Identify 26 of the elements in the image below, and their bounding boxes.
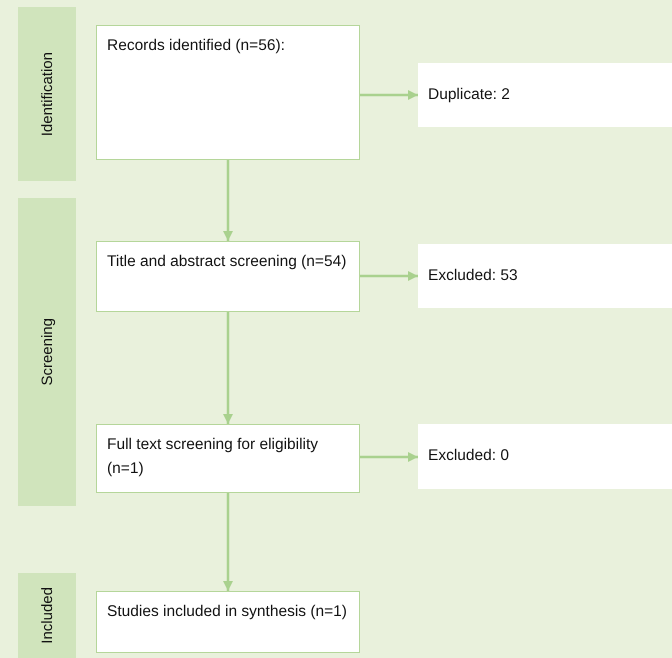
arrow xyxy=(360,271,418,281)
process-box xyxy=(96,591,360,653)
stage-band xyxy=(18,573,76,658)
arrow xyxy=(360,452,418,462)
arrow xyxy=(360,90,418,100)
arrow xyxy=(223,493,233,591)
arrow xyxy=(223,160,233,241)
box-text: Full text screening for eligibility (n=1) xyxy=(107,435,320,480)
stage-label: Screening xyxy=(38,318,56,386)
exclusion-box xyxy=(418,244,672,308)
process-box xyxy=(96,241,360,312)
box-text: Studies included in synthesis (n=1) xyxy=(107,602,347,622)
stage-band xyxy=(18,7,76,181)
process-box xyxy=(96,25,360,160)
box-text: Title and abstract screening (n=54) xyxy=(107,252,346,272)
stage-band xyxy=(18,198,76,506)
exclusion-box xyxy=(418,424,672,489)
stage-label: Identification xyxy=(38,52,56,136)
exclusion-box xyxy=(418,63,672,127)
box-text: Records identified (n=56): xyxy=(107,36,285,56)
box-text: Excluded: 0 xyxy=(428,446,509,466)
stage-label: Included xyxy=(38,587,56,644)
box-text: Duplicate: 2 xyxy=(428,84,510,105)
process-box xyxy=(96,424,360,493)
arrow xyxy=(223,312,233,424)
box-text: Excluded: 53 xyxy=(428,266,518,286)
